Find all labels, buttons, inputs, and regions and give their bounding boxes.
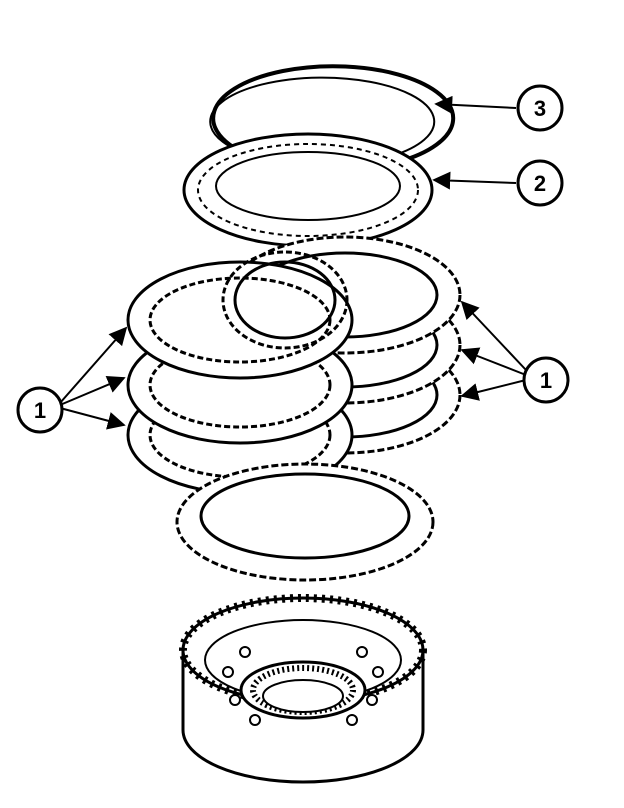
callout-1-right: 1: [522, 356, 570, 404]
svg-text:2: 2: [534, 171, 546, 196]
intermediate-plate: [221, 250, 349, 350]
callout-2: 2: [516, 159, 564, 207]
clutch-drum: [179, 594, 427, 784]
friction-plate-stack: [126, 260, 354, 495]
bottom-plate: [175, 462, 435, 582]
svg-text:3: 3: [534, 96, 546, 121]
pressure-plate: [182, 132, 434, 248]
svg-text:1: 1: [540, 368, 552, 393]
callout-1-left: 1: [16, 386, 64, 434]
callout-3: 3: [516, 84, 564, 132]
leader-lines: [59, 95, 527, 430]
drum-bolt-holes: [222, 646, 384, 726]
svg-text:1: 1: [34, 398, 46, 423]
